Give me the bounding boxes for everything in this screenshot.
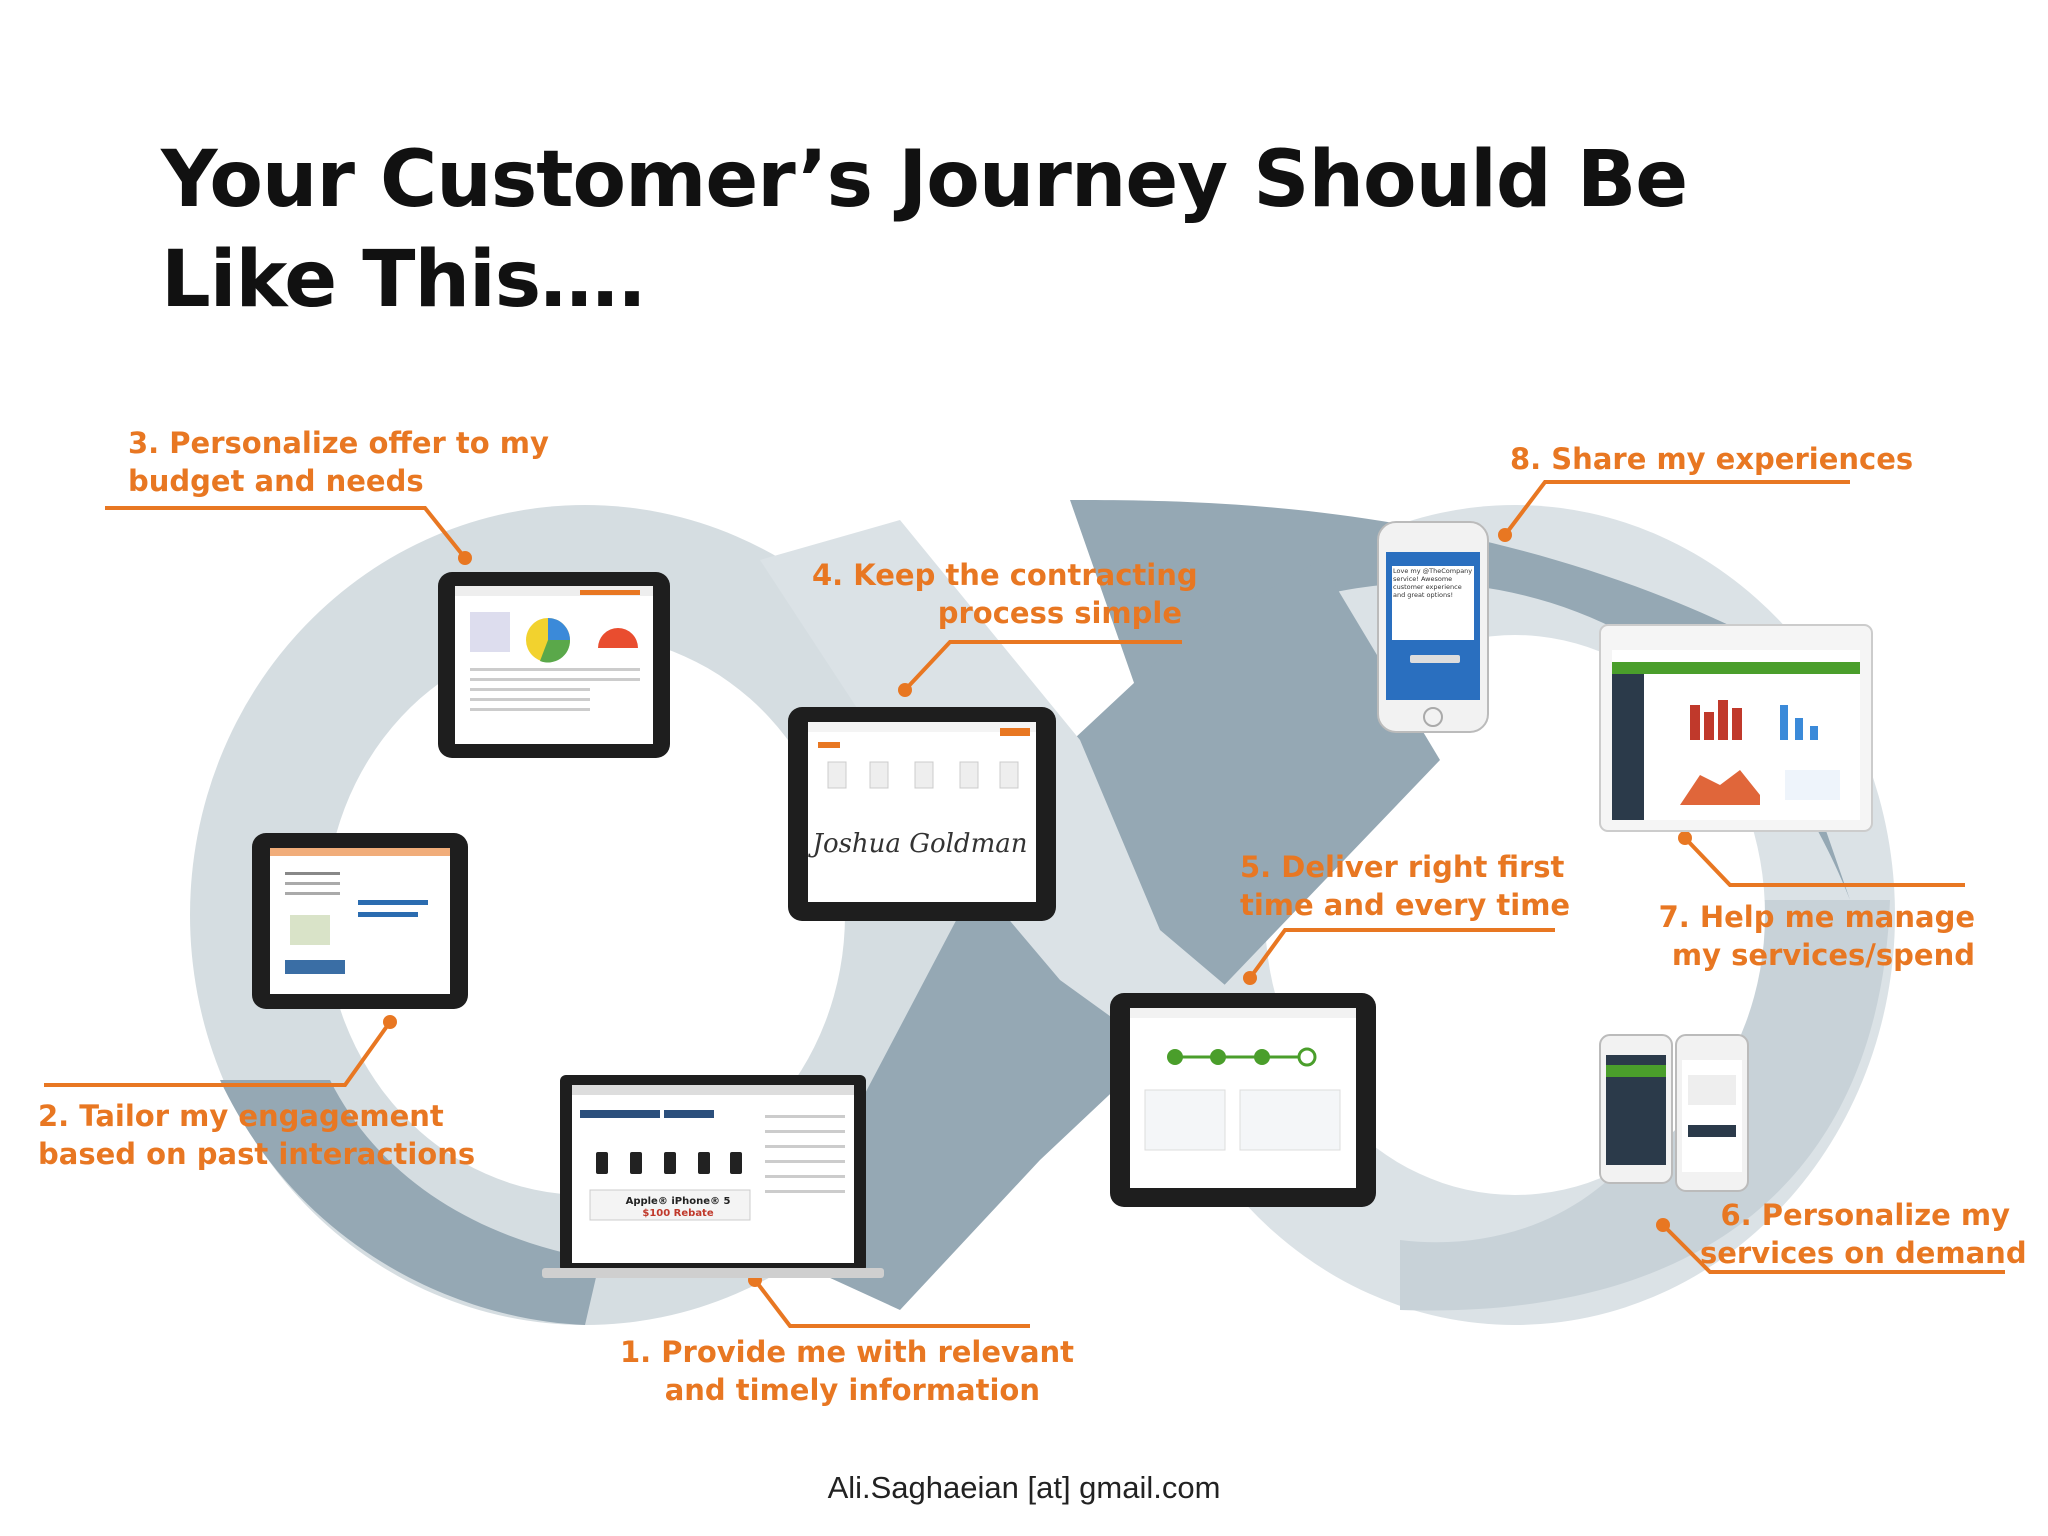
tablet-step7: [1599, 624, 1873, 832]
leader-s8: [1503, 480, 1850, 537]
step1-label: 1. Provide me with relevant and timely i…: [620, 1333, 1075, 1409]
step6-label: 6. Personalize my services on demand: [1700, 1196, 2027, 1272]
map-thumbnail: [290, 915, 330, 945]
tweet-text: Love my @TheCompany service! Awesome cus…: [1393, 567, 1473, 599]
laptop-step1: Apple® iPhone® 5 $100 Rebate: [542, 1075, 884, 1278]
leader-s1: [753, 1278, 1030, 1328]
step6-line1: 6. Personalize my: [1720, 1198, 2010, 1232]
step2-label: 2. Tailor my engagement based on past in…: [38, 1097, 475, 1173]
tablet-step5: [1110, 993, 1376, 1207]
step2-line2: based on past interactions: [38, 1137, 476, 1171]
step4-label: 4. Keep the contracting process simple: [812, 556, 1198, 632]
step6-line2: services on demand: [1700, 1236, 2027, 1270]
step7-line1: 7. Help me manage: [1658, 900, 1975, 934]
step4-line1: 4. Keep the contracting: [812, 558, 1198, 592]
leader-s7: [1683, 836, 1965, 887]
right-loop-lower-band: [1400, 900, 1890, 1311]
step7-label: 7. Help me manage my services/spend: [1640, 898, 1975, 974]
leader-lines: [44, 480, 2005, 1328]
leader-dots: [383, 528, 1692, 1287]
step4-line2: process simple: [937, 596, 1182, 630]
left-loop-hole: [325, 635, 845, 1195]
signature-text: Joshua Goldman: [808, 829, 1028, 859]
step5-line2: time and every time: [1240, 888, 1571, 922]
tablet-step3: [438, 572, 670, 758]
laptop-rebate-text: $100 Rebate: [642, 1208, 713, 1219]
footer-email: Ali.Saghaeian [at] gmail.com: [827, 1470, 1221, 1505]
step3-line1: 3. Personalize offer to my: [128, 426, 549, 460]
leader-s4: [903, 640, 1182, 692]
step8-label: 8. Share my experiences: [1510, 440, 1914, 478]
tablet-step2: [252, 833, 468, 1009]
phones-step6: [1599, 1034, 1749, 1192]
leader-s2: [44, 1020, 392, 1087]
step3-line2: budget and needs: [128, 464, 424, 498]
step3-label: 3. Personalize offer to my budget and ne…: [128, 424, 549, 500]
gauge-icon: [598, 628, 638, 648]
step1-line2: and timely information: [664, 1373, 1040, 1407]
area-chart-icon: [1680, 770, 1760, 805]
laptop-promo-text: Apple® iPhone® 5: [626, 1196, 731, 1207]
phone-step8: Love my @TheCompany service! Awesome cus…: [1377, 521, 1489, 733]
leader-s3: [105, 506, 467, 560]
tablet-step4: Joshua Goldman: [788, 707, 1056, 921]
leader-s6: [1661, 1223, 2005, 1274]
step8-line1: 8. Share my experiences: [1510, 442, 1914, 476]
step7-line2: my services/spend: [1671, 938, 1975, 972]
leader-s5: [1248, 928, 1555, 980]
step5-label: 5. Deliver right first time and every ti…: [1240, 848, 1571, 924]
step2-line1: 2. Tailor my engagement: [38, 1099, 444, 1133]
page-title: Your Customer’s Journey Should Be Like T…: [161, 135, 1688, 325]
step5-line1: 5. Deliver right first: [1240, 850, 1565, 884]
left-loop-dark-band: [220, 1080, 600, 1325]
step1-line1: 1. Provide me with relevant: [620, 1335, 1075, 1369]
